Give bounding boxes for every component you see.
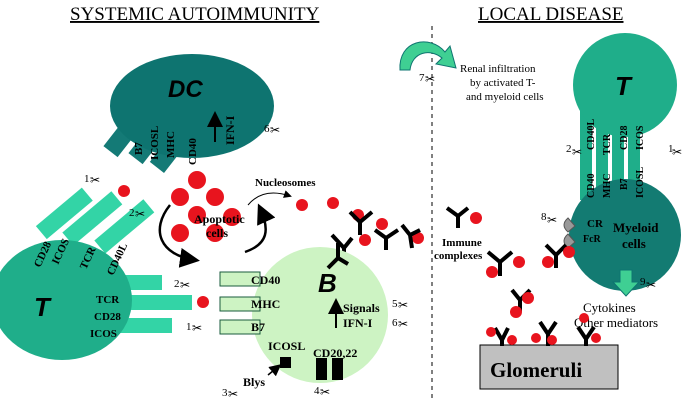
apoptotic-label-1: Apoptotic — [194, 212, 245, 226]
glomeruli-box — [479, 344, 619, 390]
intervention-9: 9 — [640, 276, 646, 288]
apoptotic-cells: Apoptotic cells — [171, 171, 245, 242]
cytokine-arrow — [611, 269, 641, 297]
b-icosl-label: ICOSL — [268, 339, 305, 353]
b-ifn-label: IFN-I — [343, 316, 373, 330]
blys-label: Blys — [243, 375, 265, 389]
scissors-icon — [180, 278, 191, 292]
myeloid-label-2: cells — [622, 236, 646, 251]
myeloid-receptor-b7: B7 — [619, 178, 630, 190]
title-local: LOCAL DISEASE — [478, 4, 624, 25]
intervention-1-left: 1 — [84, 173, 90, 185]
cd22-receptor — [332, 358, 343, 380]
scissors-icon — [646, 278, 657, 292]
myeloid-receptor-cd40: CD40 — [586, 174, 597, 198]
cytokines-label-1: Cytokines — [583, 300, 636, 315]
t-cell-right: T CD40L TCR CD28 ICOS — [573, 33, 677, 200]
nucleosomes-label: Nucleosomes — [255, 177, 316, 189]
apoptotic-cycle-arrow-1 — [158, 204, 200, 268]
title-systemic: SYSTEMIC AUTOIMMUNITY — [70, 4, 320, 25]
dc-cell: DC B7 ICOSL MHC CD40 IFN-I — [103, 54, 274, 173]
nucleosome-arrow — [247, 190, 292, 206]
b-cell-antibody — [326, 243, 350, 270]
myeloid-receptor-icosl: ICOSL — [635, 167, 646, 198]
scissors-icon — [547, 213, 558, 227]
intervention-3: 3 — [222, 387, 228, 399]
dc-receptor-b7: B7 — [133, 142, 145, 155]
b-receptor-mhc: MHC — [251, 297, 280, 311]
myeloid-cell: CD40 MHC B7 ICOSL CR FcR Myeloid cells — [563, 167, 681, 291]
myeloid-label-1: Myeloid — [613, 220, 659, 235]
myeloid-fcr-label: FcR — [583, 234, 602, 245]
blys-receptor — [280, 357, 291, 368]
intervention-1-b: 1 — [186, 321, 192, 333]
intervention-5: 5 — [392, 298, 398, 310]
intervention-2-b: 2 — [174, 278, 180, 290]
cytokines-label-2: Other mediators — [574, 315, 658, 330]
myeloid-fc-receptors — [563, 217, 576, 249]
immune-complexes — [445, 206, 575, 318]
myeloid-cr-label: CR — [587, 218, 604, 230]
glomeruli-label: Glomeruli — [490, 358, 582, 382]
immune-label-2: complexes — [434, 250, 483, 262]
t-cell-left: CD28 ICOS TCR CD40L T TCR CD28 ICOS — [0, 187, 192, 360]
intervention-6-b: 6 — [392, 317, 398, 329]
intervention-6-dc: 6 — [264, 123, 270, 135]
b-receptor-b7: B7 — [251, 320, 265, 334]
t-right-receptor-cd28: CD28 — [619, 126, 630, 150]
b-signals-label: Signals — [343, 301, 380, 315]
t-left-cd28-label: CD28 — [94, 311, 121, 323]
intervention-1-right: 1 — [668, 143, 674, 155]
blys-arrow — [267, 364, 282, 377]
t-left-icos-label: ICOS — [90, 328, 117, 340]
dc-label: DC — [168, 76, 203, 103]
t-left-label: T — [34, 292, 52, 322]
antigen-dot-dc — [118, 185, 130, 197]
scissors-icon — [90, 173, 101, 187]
dc-receptor-icosl: ICOSL — [149, 126, 161, 160]
intervention-7: 7 — [419, 72, 425, 84]
scissors-icon — [135, 207, 146, 221]
dc-receptor-mhc: MHC — [165, 131, 177, 158]
apoptotic-cycle-arrow-2 — [244, 203, 276, 254]
t-right-receptor-cd40l: CD40L — [586, 119, 597, 150]
intervention-2-right: 2 — [566, 143, 572, 155]
b-cd2022-label: CD20,22 — [313, 346, 357, 360]
scissors-icon — [425, 72, 436, 86]
intervention-4: 4 — [314, 385, 320, 397]
renal-label-2: by activated T- — [470, 77, 536, 89]
t-right-label: T — [615, 71, 633, 101]
infiltration-arrow — [399, 41, 457, 71]
b-cell: CD40 MHC B7 B Signals IFN-I ICOSL CD20,2… — [219, 243, 388, 383]
intervention-8: 8 — [541, 211, 547, 223]
scissors-icon — [228, 387, 239, 401]
b-receptor-cd40: CD40 — [251, 273, 280, 287]
scissors-icon — [398, 298, 409, 312]
scissors-icon — [672, 145, 683, 159]
intervention-2-left: 2 — [129, 207, 135, 219]
scissors-icon — [192, 321, 203, 335]
b-label: B — [318, 268, 337, 298]
myeloid-receptor-mhc: MHC — [602, 174, 613, 198]
t-left-tcr-label: TCR — [96, 294, 120, 306]
renal-label-3: and myeloid cells — [466, 91, 544, 103]
antigen-dot-b — [197, 296, 209, 308]
dc-receptor-cd40: CD40 — [187, 138, 199, 165]
renal-label-1: Renal infiltration — [460, 63, 536, 75]
t-right-receptor-tcr: TCR — [602, 133, 613, 155]
glomeruli-deposits — [486, 313, 601, 346]
immune-label-1: Immune — [442, 237, 482, 249]
scissors-icon — [398, 317, 409, 331]
dc-ifn-label: IFN-I — [223, 115, 237, 145]
scissors-icon — [270, 123, 281, 137]
t-right-receptor-icos: ICOS — [635, 125, 646, 150]
autoantibodies — [330, 210, 421, 262]
apoptotic-label-2: cells — [206, 226, 228, 240]
cd20-receptor — [316, 358, 327, 380]
scissors-icon — [320, 385, 331, 399]
scissors-icon — [572, 145, 583, 159]
